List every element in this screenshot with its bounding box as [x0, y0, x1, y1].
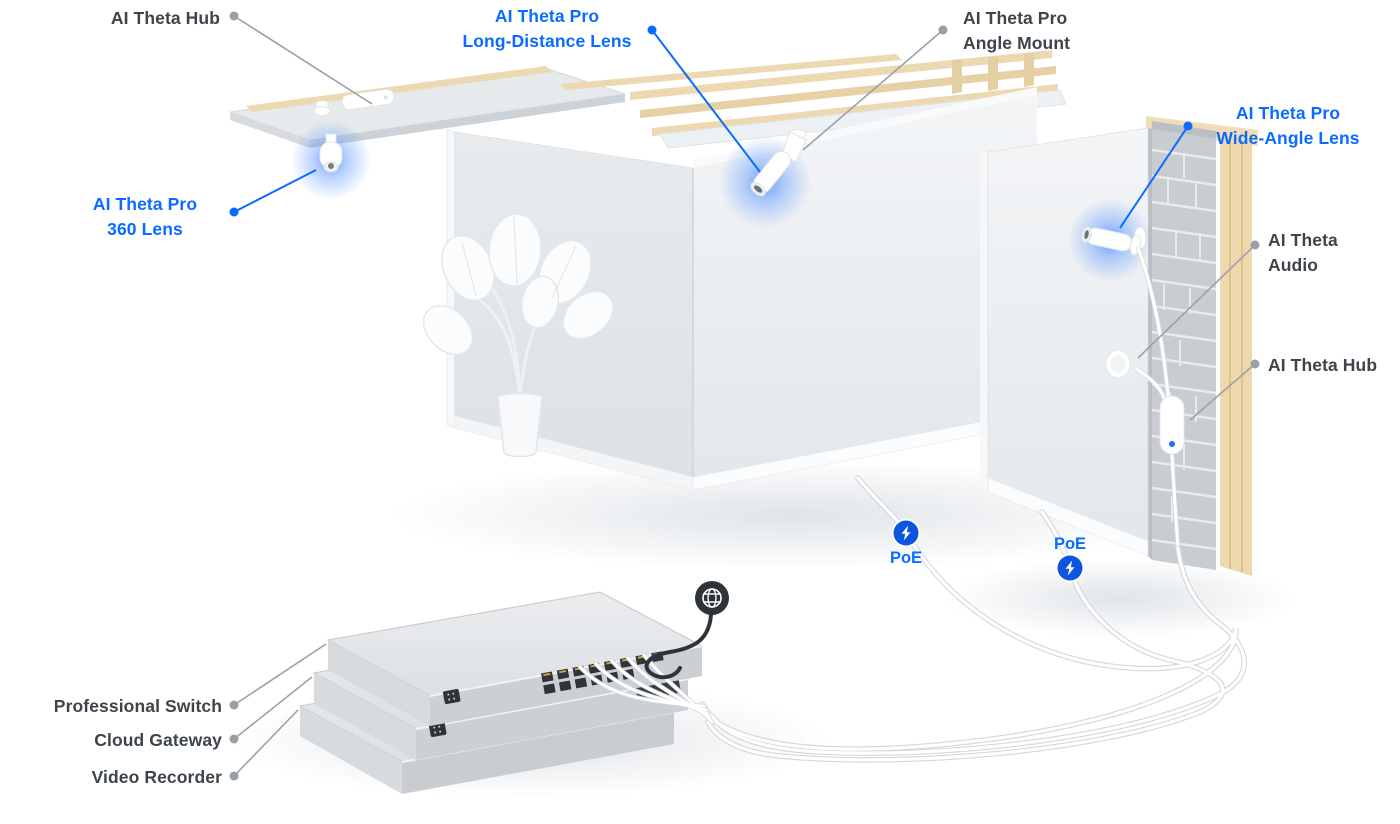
callout-line-gateway	[233, 676, 313, 740]
label-ai-theta-pro-360-lens: AI Theta Pro 360 Lens	[92, 194, 198, 239]
label-ai-theta-pro-angle-mount: AI Theta Pro Angle Mount	[963, 8, 1071, 53]
label-ai-theta-pro-wide-angle-lens: AI Theta Pro Wide-Angle Lens	[1216, 103, 1360, 148]
poe-badge-right	[1055, 553, 1085, 583]
globe-icon	[695, 581, 729, 615]
lightning-icon	[901, 525, 911, 541]
poe-badge-left	[891, 518, 921, 548]
label-poe-right: PoE	[1053, 535, 1087, 553]
network-stack	[298, 591, 715, 794]
callout-line-recorder	[233, 709, 299, 777]
label-ai-theta-hub-ceiling: AI Theta Hub	[110, 8, 220, 28]
plant-pot	[497, 392, 543, 458]
camera-360-lens	[291, 120, 371, 200]
callout-line-360	[233, 169, 317, 213]
label-ai-theta-pro-long-distance-lens: AI Theta Pro Long-Distance Lens	[462, 6, 632, 51]
camera-wide-angle	[1068, 198, 1152, 282]
ceiling-light	[313, 100, 331, 116]
label-poe-left: PoE	[889, 549, 923, 567]
callout-line-switch	[233, 643, 327, 706]
callout-line-hub-wall	[1189, 363, 1256, 421]
internet-uplink	[644, 581, 729, 680]
uplink-cable	[644, 613, 713, 680]
callout-line-audio	[1137, 244, 1256, 359]
plant	[422, 213, 614, 458]
callout-line-long-distance	[651, 29, 761, 173]
lightning-icon	[1065, 560, 1075, 576]
callout-line-wide-angle	[1119, 125, 1189, 229]
label-ai-theta-hub-wall: AI Theta Hub	[1268, 355, 1378, 375]
ceiling-hub-device	[341, 88, 395, 111]
label-professional-switch: Professional Switch	[53, 696, 222, 716]
switch-vent	[443, 689, 461, 705]
gateway-vent	[429, 722, 447, 738]
label-video-recorder: Video Recorder	[91, 767, 222, 787]
camera-long-distance	[719, 129, 811, 228]
callout-line-angle-mount	[802, 29, 944, 151]
wall-devices	[1105, 245, 1185, 551]
label-cloud-gateway: Cloud Gateway	[94, 730, 222, 750]
label-ai-theta-audio: AI Theta Audio	[1268, 230, 1338, 275]
callouts	[229, 11, 1260, 781]
wall-hub-device	[1159, 395, 1185, 455]
audio-speaker	[1105, 349, 1136, 379]
callout-line-hub-ceiling	[233, 15, 373, 105]
